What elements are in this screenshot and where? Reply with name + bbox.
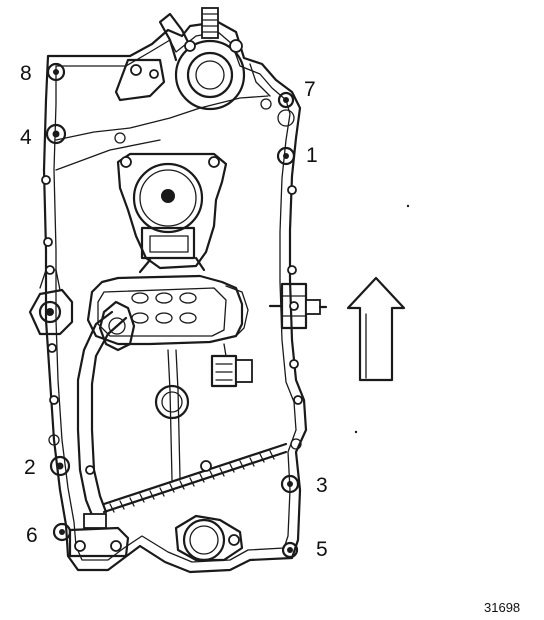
bolt-1 xyxy=(276,109,296,166)
speck xyxy=(406,204,410,208)
callout-6: 6 xyxy=(26,524,38,547)
callout-7: 7 xyxy=(304,78,316,101)
callout-5: 5 xyxy=(316,538,328,561)
bolt-5 xyxy=(281,541,299,559)
bolt-7 xyxy=(260,91,295,110)
callout-4: 4 xyxy=(20,126,32,149)
arrow-shading xyxy=(359,313,367,381)
callout-2: 2 xyxy=(24,456,36,479)
baffle-ring xyxy=(154,349,190,481)
oil-level-switch-housing xyxy=(86,274,249,346)
oil-filter-adapter xyxy=(158,7,246,111)
bolt-6 xyxy=(52,522,72,542)
figure-number: 31698 xyxy=(484,600,520,615)
oil-pickup-tube xyxy=(68,300,136,558)
callout-8: 8 xyxy=(20,62,32,85)
bolt-2 xyxy=(48,434,71,477)
bolt-8 xyxy=(46,62,66,82)
oil-pressure-sender xyxy=(268,282,328,330)
bolt-3 xyxy=(280,438,302,494)
upper-left-bracket xyxy=(114,58,166,102)
callout-3: 3 xyxy=(316,474,328,497)
speck xyxy=(354,430,358,434)
oil-temp-sensor xyxy=(210,343,253,388)
baffle-rod xyxy=(102,442,288,514)
callout-1: 1 xyxy=(306,144,318,167)
left-bolt-boss xyxy=(28,269,74,336)
drain-plug-boss xyxy=(174,514,244,562)
bolt-holes xyxy=(41,175,303,475)
bolt-4 xyxy=(45,123,126,145)
front-direction-arrow xyxy=(346,276,406,382)
oil-pump-assembly xyxy=(116,152,228,274)
